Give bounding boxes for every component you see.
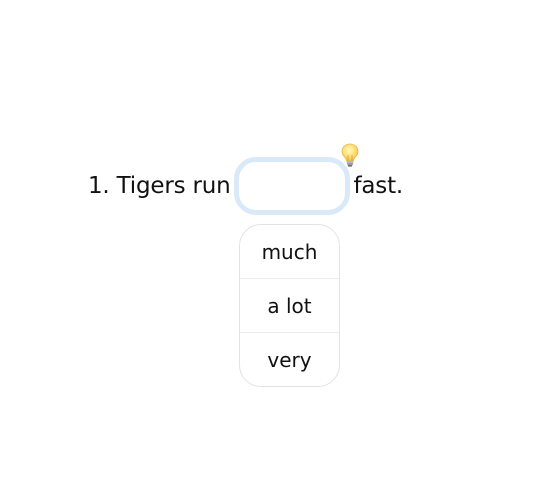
answer-options-dropdown: much a lot very (239, 224, 340, 387)
question-row: 1. Tigers run fast. (88, 157, 403, 215)
option-a-lot[interactable]: a lot (240, 278, 339, 332)
lightbulb-icon-graphic (341, 143, 359, 167)
question-prefix: 1. Tigers run (88, 173, 231, 199)
answer-blank[interactable] (233, 157, 350, 215)
lightbulb-icon[interactable] (339, 142, 361, 168)
option-much[interactable]: much (261, 239, 318, 264)
question-suffix: fast. (353, 173, 404, 199)
option-very[interactable]: very (240, 332, 339, 386)
